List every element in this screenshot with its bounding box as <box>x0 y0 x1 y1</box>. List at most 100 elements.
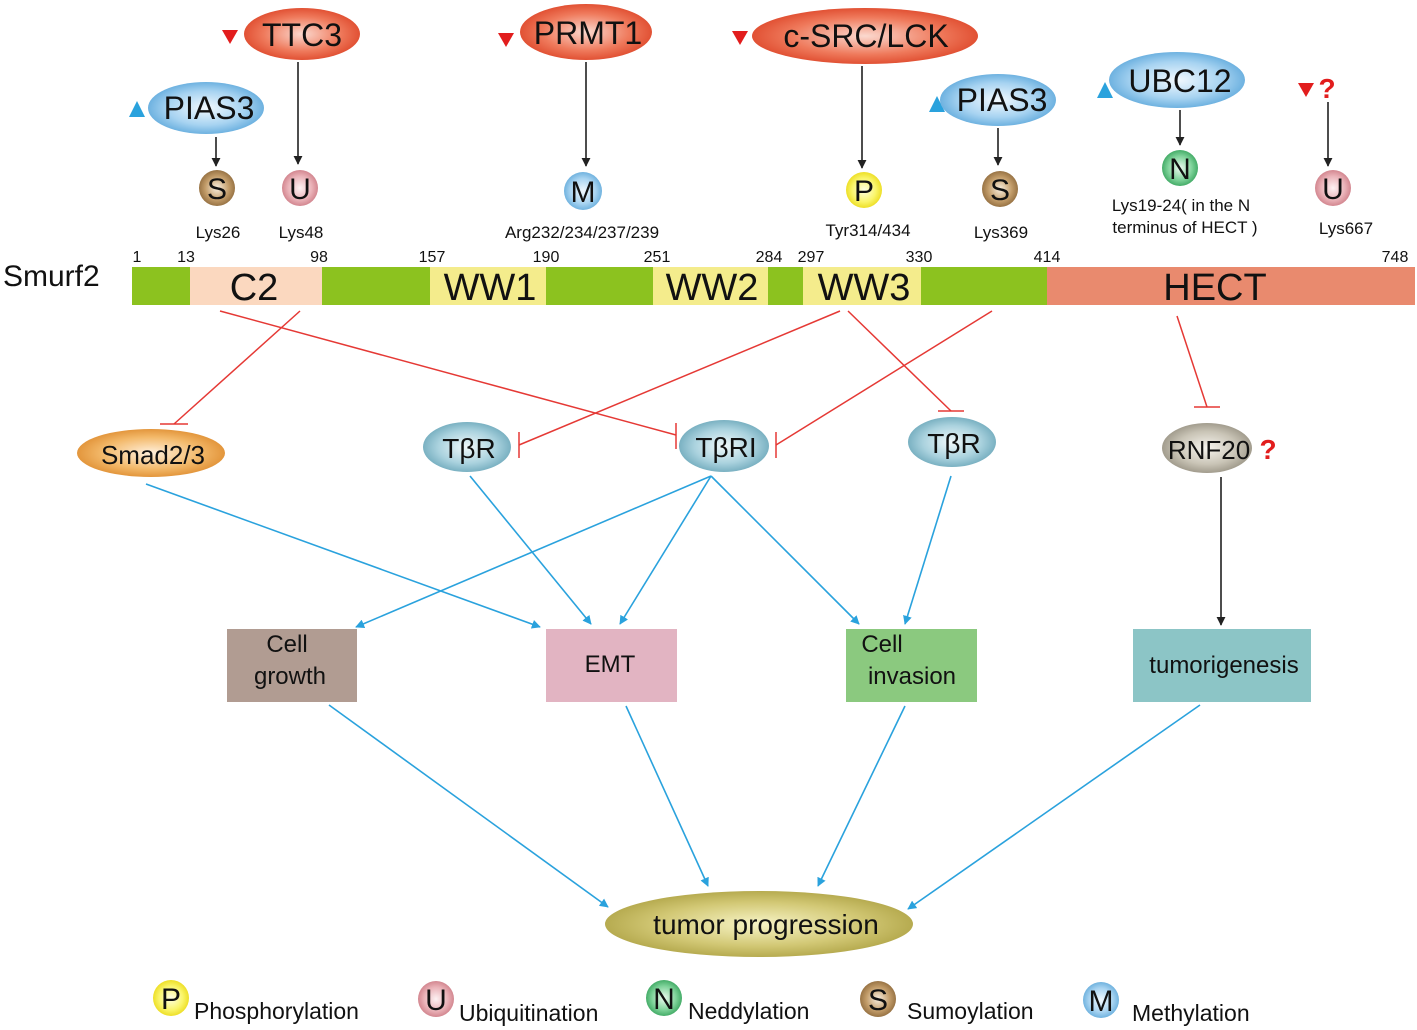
regulator-arrows <box>211 62 1333 169</box>
svg-text:WW1: WW1 <box>444 267 537 309</box>
regulator-unknown: ? <box>1298 73 1336 104</box>
svg-text:Lys26: Lys26 <box>196 223 241 242</box>
outcome-tumorigenesis: tumorigenesis <box>1133 629 1311 702</box>
mod-phosphorylation-tyr: P Tyr314/434 <box>825 172 911 240</box>
svg-text:Smad2/3: Smad2/3 <box>101 440 205 470</box>
down-triangle-icon <box>732 31 748 45</box>
svg-text:Lys369: Lys369 <box>974 223 1028 242</box>
svg-text:PIAS3: PIAS3 <box>164 90 255 126</box>
svg-text:growth: growth <box>254 663 326 690</box>
outcome-cell-growth: Cell growth <box>227 629 357 702</box>
svg-text:TβR: TβR <box>927 428 980 459</box>
svg-text:terminus of HECT ): terminus of HECT ) <box>1112 218 1257 237</box>
substrate-smad2-3: Smad2/3 <box>77 429 225 477</box>
regulator-csrc-lck: c-SRC/LCK <box>732 8 978 64</box>
svg-text:PIAS3: PIAS3 <box>957 82 1048 118</box>
position-label: 748 <box>1382 249 1409 266</box>
legend-neddylation: N Neddylation <box>646 980 809 1024</box>
svg-text:M: M <box>571 176 596 209</box>
svg-text:C2: C2 <box>230 267 279 309</box>
outcome-tumor-progression: tumor progression <box>605 891 913 957</box>
up-triangle-icon <box>929 96 945 112</box>
position-label: 330 <box>906 249 933 266</box>
svg-text:U: U <box>1322 173 1344 206</box>
domain-c2 <box>190 267 322 305</box>
smurf2-protein-bar: Smurf2 C2 WW1 WW2 WW3 HECT <box>3 260 1415 309</box>
svg-text:UBC12: UBC12 <box>1128 63 1231 99</box>
svg-text:Cell: Cell <box>266 631 307 658</box>
svg-text:S: S <box>207 173 227 206</box>
substrate-tbr-left: TβR <box>423 422 511 472</box>
up-triangle-icon <box>129 101 145 117</box>
svg-text:TβRI: TβRI <box>695 432 756 463</box>
svg-text:WW2: WW2 <box>666 267 759 309</box>
down-triangle-icon <box>498 33 514 47</box>
up-triangle-icon <box>1097 82 1113 98</box>
legend-sumoylation: S Sumoylation <box>860 981 1034 1024</box>
inhibition-lines <box>160 310 1220 458</box>
position-label: 13 <box>177 249 195 266</box>
svg-text:PRMT1: PRMT1 <box>534 15 642 51</box>
position-label: 284 <box>756 249 783 266</box>
svg-text:N: N <box>653 983 675 1016</box>
svg-text:P: P <box>854 175 874 208</box>
position-label: 1 <box>133 249 142 266</box>
outcome-emt: EMT <box>546 629 677 702</box>
svg-text:Phosphorylation: Phosphorylation <box>194 998 359 1024</box>
question-mark: ? <box>1259 434 1276 465</box>
position-label: 297 <box>798 249 825 266</box>
substrate-tbri: TβRI <box>679 420 769 472</box>
mod-neddylation-lys19-24: N Lys19-24( in the N terminus of HECT ) <box>1112 150 1258 237</box>
mod-sumoylation-lys26: S Lys26 <box>196 170 241 242</box>
svg-text:EMT: EMT <box>585 651 636 678</box>
question-mark: ? <box>1318 73 1335 104</box>
domain-hect <box>1047 267 1415 305</box>
svg-text:RNF20: RNF20 <box>1168 435 1250 465</box>
regulator-pias3-left: PIAS3 <box>129 82 264 134</box>
substrate-tbr-right: TβR <box>908 417 996 467</box>
position-label: 157 <box>419 249 446 266</box>
mod-methylation-arg: M Arg232/234/237/239 <box>505 172 659 242</box>
down-triangle-icon <box>1298 83 1314 97</box>
svg-text:M: M <box>1089 985 1114 1018</box>
svg-text:Sumoylation: Sumoylation <box>907 998 1034 1024</box>
svg-text:HECT: HECT <box>1163 267 1266 309</box>
svg-text:Arg232/234/237/239: Arg232/234/237/239 <box>505 223 659 242</box>
svg-text:Tyr314/434: Tyr314/434 <box>825 221 910 240</box>
down-triangle-icon <box>222 30 238 44</box>
substrate-rnf20: RNF20 ? <box>1162 423 1277 473</box>
svg-text:TβR: TβR <box>442 433 495 464</box>
legend-methylation: M Methylation <box>1083 982 1250 1026</box>
svg-text:Ubiquitination: Ubiquitination <box>459 1000 598 1026</box>
regulator-ttc3: TTC3 <box>222 8 360 60</box>
svg-text:TTC3: TTC3 <box>262 17 342 53</box>
residue-positions: 1 13 98 157 190 251 284 297 330 414 748 <box>133 249 1409 266</box>
legend-ubiquitination: U Ubiquitination <box>418 981 598 1026</box>
position-label: 190 <box>533 249 560 266</box>
svg-text:Neddylation: Neddylation <box>688 998 809 1024</box>
svg-text:P: P <box>161 983 181 1016</box>
legend: P Phosphorylation U Ubiquitination N Ned… <box>153 980 1250 1026</box>
domain-ww2 <box>653 267 768 305</box>
mod-sumoylation-lys369: S Lys369 <box>974 171 1028 242</box>
domain-ww3 <box>803 267 921 305</box>
protein-name: Smurf2 <box>3 260 100 293</box>
svg-text:invasion: invasion <box>868 663 956 690</box>
svg-text:S: S <box>868 984 888 1017</box>
outcome-cell-invasion: Cell invasion <box>846 629 977 702</box>
svg-text:Lys667: Lys667 <box>1319 219 1373 238</box>
svg-text:U: U <box>425 984 447 1017</box>
position-label: 98 <box>310 249 328 266</box>
svg-text:N: N <box>1169 153 1191 186</box>
svg-text:S: S <box>990 174 1010 207</box>
regulator-ubc12: UBC12 <box>1097 52 1245 108</box>
mod-ubiquitination-lys48: U Lys48 <box>279 170 323 242</box>
svg-text:WW3: WW3 <box>818 267 911 309</box>
regulator-prmt1: PRMT1 <box>498 4 652 60</box>
legend-phosphorylation: P Phosphorylation <box>153 980 359 1024</box>
mod-ubiquitination-lys667: U Lys667 <box>1315 170 1373 238</box>
svg-text:tumor progression: tumor progression <box>653 909 879 940</box>
domain-ww1 <box>430 267 546 305</box>
svg-text:U: U <box>289 173 311 206</box>
